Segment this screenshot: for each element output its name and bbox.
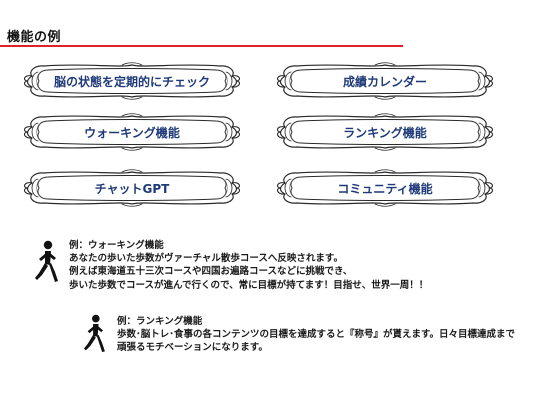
feature-community: コミュニティ機能 bbox=[275, 169, 495, 207]
running-person-icon bbox=[84, 314, 105, 353]
running-person-icon bbox=[35, 240, 58, 282]
example-line: あなたの歩いた歩数がヴァーチャル散歩コースへ反映されます。 bbox=[69, 253, 343, 265]
ornate-frame bbox=[23, 169, 241, 207]
ornate-frame bbox=[276, 113, 494, 151]
feature-label: 成績カレンダー bbox=[342, 74, 427, 89]
example-walking: 例：ウォーキング機能 あなたの歩いた歩数がヴァーチャル散歩コースへ反映されます。… bbox=[69, 239, 428, 292]
example-line: 歩数･脳トレ･食事の各コンテンツの目標を達成すると『称号』が貰えます。日々目標達… bbox=[117, 329, 516, 341]
feature-label: 脳の状態を定期的にチェック bbox=[53, 74, 210, 89]
example-line: 頑張るモチベーションになります。 bbox=[117, 342, 268, 354]
ornate-frame bbox=[23, 113, 241, 151]
feature-calendar: 成績カレンダー bbox=[275, 62, 495, 100]
example-line: 例えば東海道五十三次コースや四国お遍路コースなどに挑戦でき、 bbox=[69, 266, 353, 278]
ornate-frame bbox=[23, 62, 241, 100]
title-underline bbox=[0, 45, 403, 47]
ornate-frame bbox=[276, 169, 494, 207]
feature-label: コミュニティ機能 bbox=[337, 181, 433, 196]
feature-brain-check: 脳の状態を定期的にチェック bbox=[22, 62, 242, 100]
feature-label: ランキング機能 bbox=[343, 125, 427, 140]
example-line: 例：ウォーキング機能 bbox=[69, 240, 164, 251]
page-title: 機能の例 bbox=[7, 30, 62, 45]
feature-chatgpt: チャットGPT bbox=[22, 169, 242, 207]
example-line: 例：ランキング機能 bbox=[117, 316, 203, 327]
feature-walking: ウォーキング機能 bbox=[22, 113, 242, 151]
feature-label: ウォーキング機能 bbox=[84, 125, 180, 140]
example-ranking: 例：ランキング機能 歩数･脳トレ･食事の各コンテンツの目標を達成すると『称号』が… bbox=[117, 315, 515, 355]
feature-ranking: ランキング機能 bbox=[275, 113, 495, 151]
example-line: 歩いた歩数でコースが進んで行くので、常に目標が持てます！目指せ、世界一周！！ bbox=[69, 279, 429, 291]
ornate-frame bbox=[276, 62, 494, 100]
feature-label: チャットGPT bbox=[94, 181, 170, 196]
